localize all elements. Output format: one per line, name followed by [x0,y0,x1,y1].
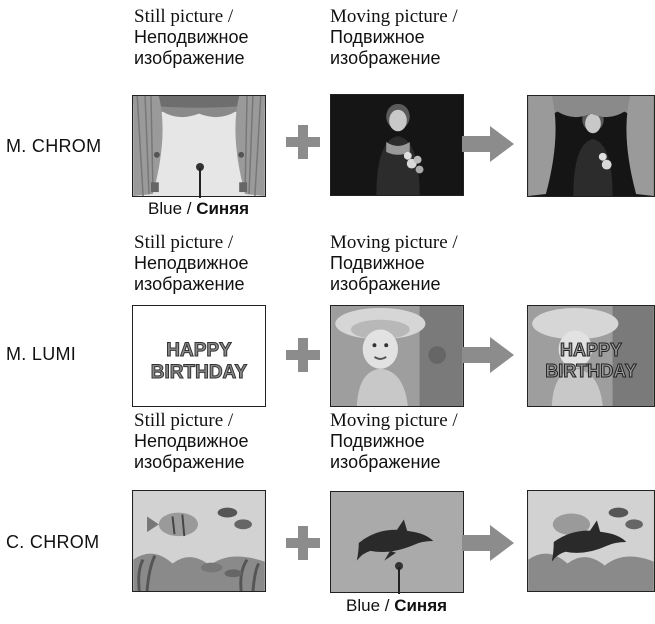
callout-dot [395,562,403,570]
arrow-right-icon [462,525,514,561]
callout-ru: Синяя [394,596,448,615]
callout-leader [398,567,400,594]
result-text: HAPPY BIRTHDAY [528,340,654,382]
result-image-mchrom [527,95,655,197]
result-image-mlumi: HAPPY BIRTHDAY [527,305,655,407]
moving-caption-row2: Moving picture / Подвижное изображение [330,232,458,295]
result-text-line: HAPPY [559,340,622,361]
moving-image-dolphin [330,491,464,593]
still-text: HAPPY BIRTHDAY [133,340,265,384]
still-caption-row1: Still picture / Неподвижное изображение [134,6,249,69]
plus-icon [286,125,320,159]
mode-label-mlumi: M. LUMI [6,344,77,364]
plus-icon [286,338,320,372]
caption-line: Подвижное [330,253,425,273]
caption-line: изображение [134,48,245,68]
caption-line: изображение [330,48,441,68]
caption-line: Still picture / [134,232,234,253]
caption-line: Подвижное [330,27,425,47]
callout-blue-row3: Blue / Синяя [346,596,447,616]
plus-icon [286,526,320,560]
result-text-line: BIRTHDAY [545,361,637,382]
callout-blue-row1: Blue / Синяя [148,199,249,219]
caption-line: Неподвижное [134,431,249,451]
moving-caption-row3: Moving picture / Подвижное изображение [330,410,458,473]
caption-line: Неподвижное [134,27,249,47]
caption-line: изображение [330,452,441,472]
caption-line: Still picture / [134,6,234,27]
caption-line: Moving picture / [330,410,458,431]
moving-image-girl [330,305,464,407]
caption-line: Moving picture / [330,232,458,253]
arrow-right-icon [462,337,514,373]
still-image-aquarium [132,490,266,592]
still-image-happy-birthday: HAPPY BIRTHDAY [132,305,266,407]
moving-image-portrait [330,94,464,196]
caption-line: изображение [134,274,245,294]
caption-line: Still picture / [134,410,234,431]
arrow-right-icon [462,126,514,162]
moving-caption-row1: Moving picture / Подвижное изображение [330,6,458,69]
callout-ru: Синяя [196,199,250,218]
caption-line: Подвижное [330,431,425,451]
still-text-line: HAPPY [166,340,232,362]
mode-label-mchrom: M. CHROM [6,136,102,156]
still-caption-row3: Still picture / Неподвижное изображение [134,410,249,473]
callout-leader [199,168,201,198]
caption-line: изображение [134,452,245,472]
callout-en: Blue / [346,596,395,615]
result-image-cchrom [527,490,655,592]
caption-line: Moving picture / [330,6,458,27]
still-caption-row2: Still picture / Неподвижное изображение [134,232,249,295]
callout-en: Blue / [148,199,197,218]
caption-line: Неподвижное [134,253,249,273]
callout-dot [196,163,204,171]
caption-line: изображение [330,274,441,294]
still-text-line: BIRTHDAY [150,362,248,384]
mode-label-cchrom: C. CHROM [6,532,100,552]
